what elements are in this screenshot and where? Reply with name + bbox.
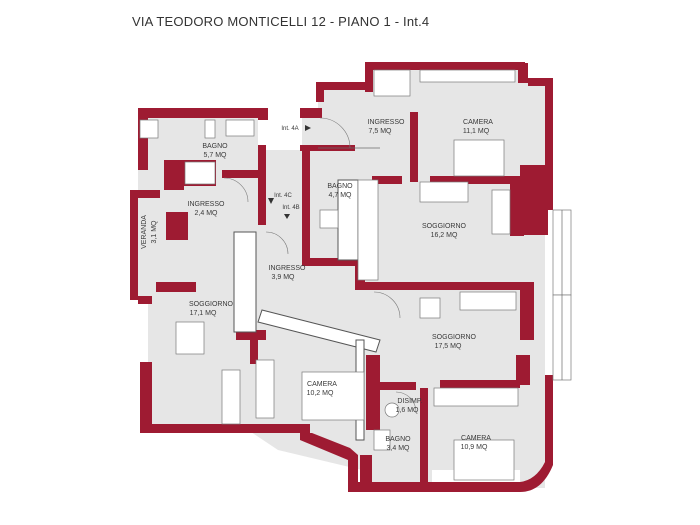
room-soggiorno-a-name: SOGGIORNO [189,301,234,308]
room-soggiorno-b-name: SOGGIORNO [422,223,467,230]
room-veranda-area: 3,1 MQ [151,220,158,244]
room-disimp-area: 1,6 MQ [396,407,420,414]
interno-labels: Int. 4A Int. 4C Int. 4B [268,125,311,219]
room-bagno-b-name: BAGNO [327,183,353,190]
int-4a-label: Int. 4A [281,126,298,132]
room-ingresso-c-area: 7,5 MQ [369,128,393,135]
outer-walls [130,62,553,492]
room-bagno-c-name: BAGNO [385,436,411,443]
int-4c-arrow-icon [268,198,274,204]
room-camera-a-name: CAMERA [463,119,493,126]
int-4c-label: Int. 4C [274,193,292,199]
room-bagno-a-name: BAGNO [202,143,228,150]
int-4b-arrow-icon [284,214,290,219]
room-camera-b-name: CAMERA [307,381,337,388]
room-soggiorno-b-area: 16,2 MQ [431,232,458,239]
room-soggiorno-c-name: SOGGIORNO [432,334,477,341]
room-camera-c-name: CAMERA [461,435,491,442]
room-camera-c-area: 10,9 MQ [461,444,488,451]
room-bagno-c-area: 3,4 MQ [387,445,411,452]
room-camera-b-area: 10,2 MQ [307,390,334,397]
room-labels: BAGNO 5,7 MQ INGRESSO 2,4 MQ VERANDA 3,1… [141,119,493,452]
room-ingresso-b-area: 3,9 MQ [272,274,296,281]
int-4a-arrow-icon [305,125,311,131]
int-4b-label: Int. 4B [282,205,299,211]
room-disimp-name: DISIMP. [397,398,422,405]
windows [552,209,572,381]
room-veranda-name: VERANDA [141,215,148,249]
room-camera-a-area: 11,1 MQ [463,128,490,135]
room-bagno-b-area: 4,7 MQ [329,192,353,199]
room-bagno-a-area: 5,7 MQ [204,152,228,159]
room-ingresso-c-name: INGRESSO [368,119,406,126]
fixtures [139,69,519,481]
room-ingresso-a-area: 2,4 MQ [195,210,219,217]
room-soggiorno-c-area: 17,5 MQ [435,343,462,350]
plan-title: VIA TEODORO MONTICELLI 12 - PIANO 1 - In… [132,14,430,29]
room-ingresso-a-name: INGRESSO [188,201,226,208]
room-ingresso-b-name: INGRESSO [269,265,307,272]
room-soggiorno-a-area: 17,1 MQ [190,310,217,317]
